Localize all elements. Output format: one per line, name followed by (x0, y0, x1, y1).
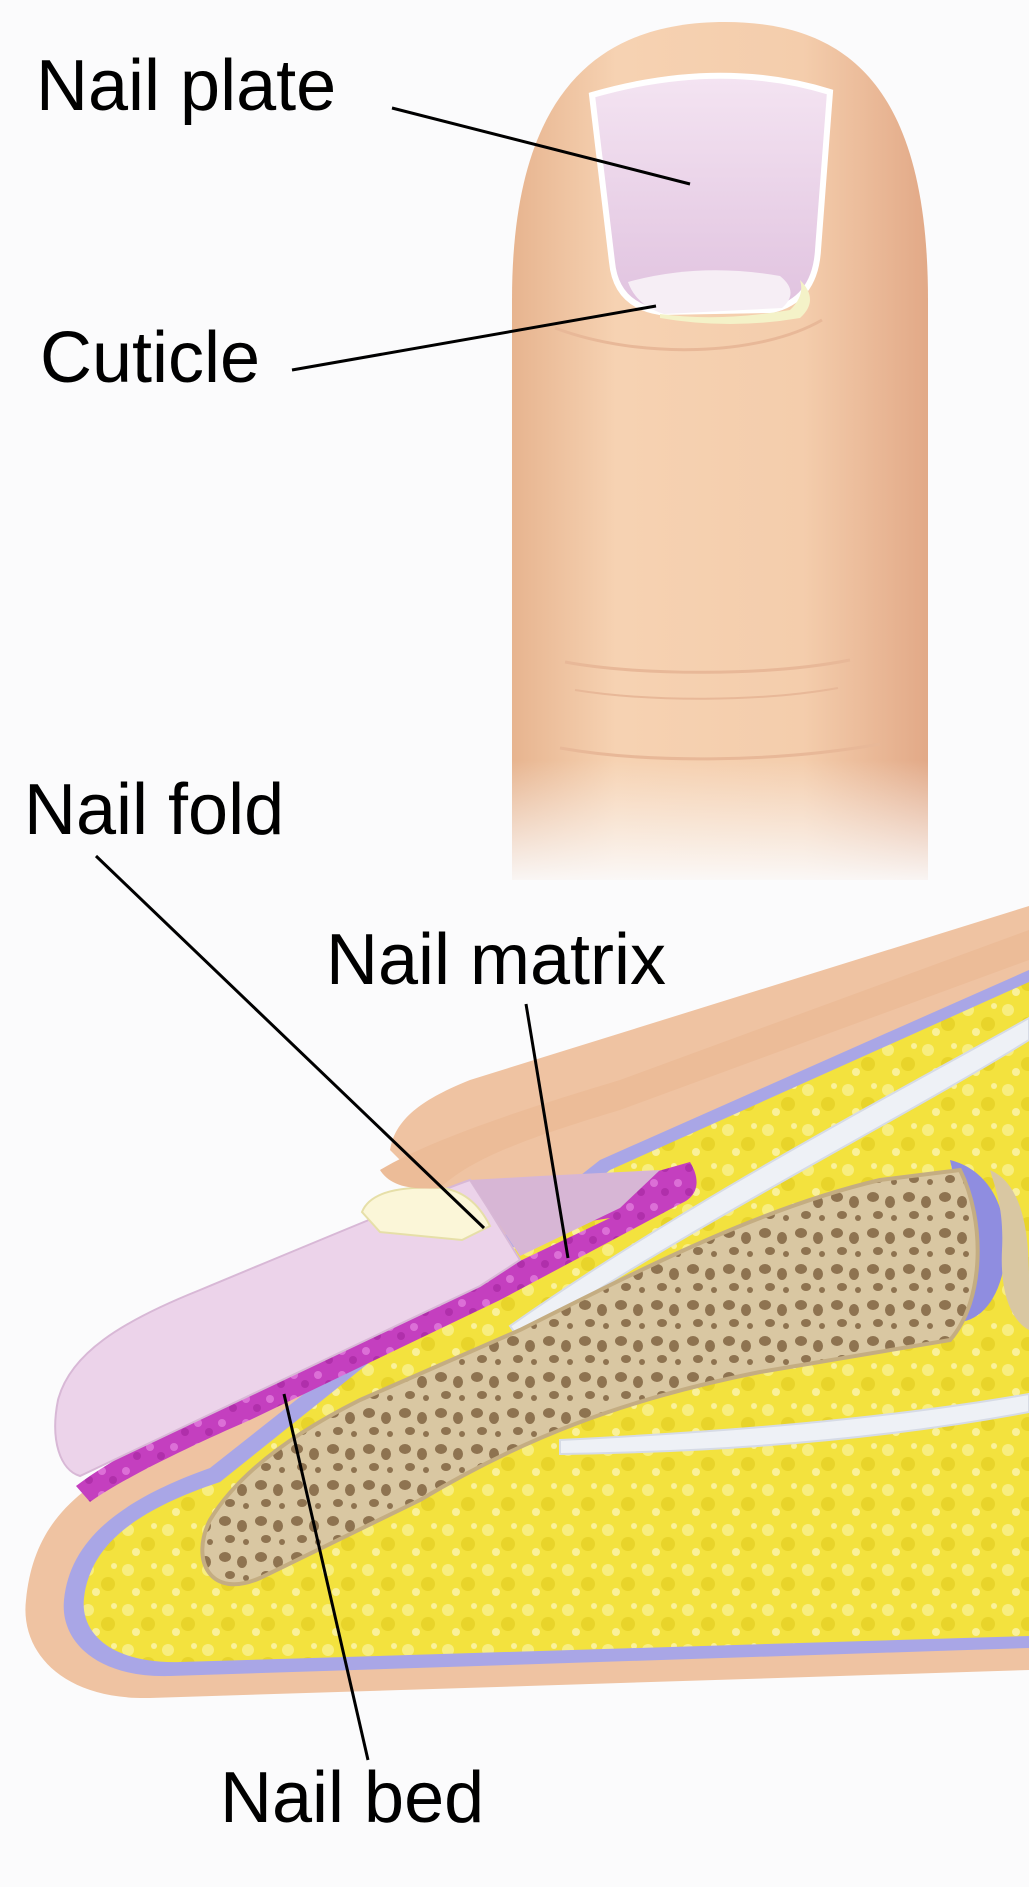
label-cuticle: Cuticle (40, 322, 260, 394)
finger-cross-section (25, 906, 1029, 1698)
leader-nail-fold (96, 856, 484, 1228)
label-nail-matrix: Nail matrix (326, 924, 666, 996)
label-nail-bed: Nail bed (220, 1762, 484, 1834)
label-nail-plate: Nail plate (36, 50, 336, 122)
label-nail-fold: Nail fold (24, 774, 284, 846)
